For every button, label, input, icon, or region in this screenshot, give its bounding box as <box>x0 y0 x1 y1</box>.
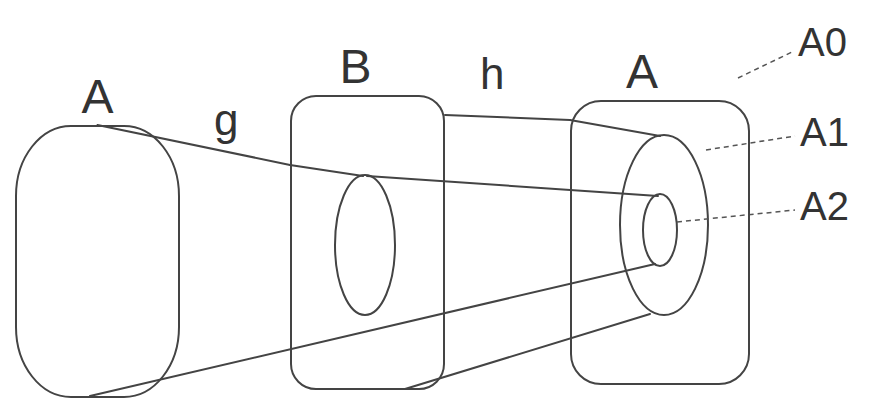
set-name: A <box>626 48 658 96</box>
image-set-outline <box>335 175 395 315</box>
leader-line <box>677 210 795 222</box>
set-outline <box>290 95 445 390</box>
function-name: g <box>212 98 240 142</box>
mapping-connector <box>445 115 570 120</box>
function-name: h <box>478 52 506 96</box>
subset-outline <box>620 135 708 315</box>
mapping-line <box>405 314 650 389</box>
set-region: A <box>570 100 750 385</box>
set-outline <box>15 125 180 398</box>
set-name: A <box>81 73 113 121</box>
leader-line <box>738 52 792 78</box>
set-region: A <box>15 125 180 398</box>
set-border <box>291 96 444 389</box>
subset-label: A0 <box>798 22 847 62</box>
set-region: B <box>290 95 445 390</box>
mapping-connector <box>98 125 291 165</box>
subset-label: A2 <box>800 186 849 226</box>
set-border <box>16 126 179 397</box>
leader-line <box>706 136 795 150</box>
set-name: B <box>339 43 371 91</box>
mapping-line <box>570 120 660 136</box>
subset-outline <box>643 194 677 266</box>
subset-label: A1 <box>800 112 849 152</box>
mapping-line <box>290 165 363 176</box>
set-outline <box>570 100 750 385</box>
set-border <box>571 101 749 384</box>
mapping-line <box>367 176 658 196</box>
